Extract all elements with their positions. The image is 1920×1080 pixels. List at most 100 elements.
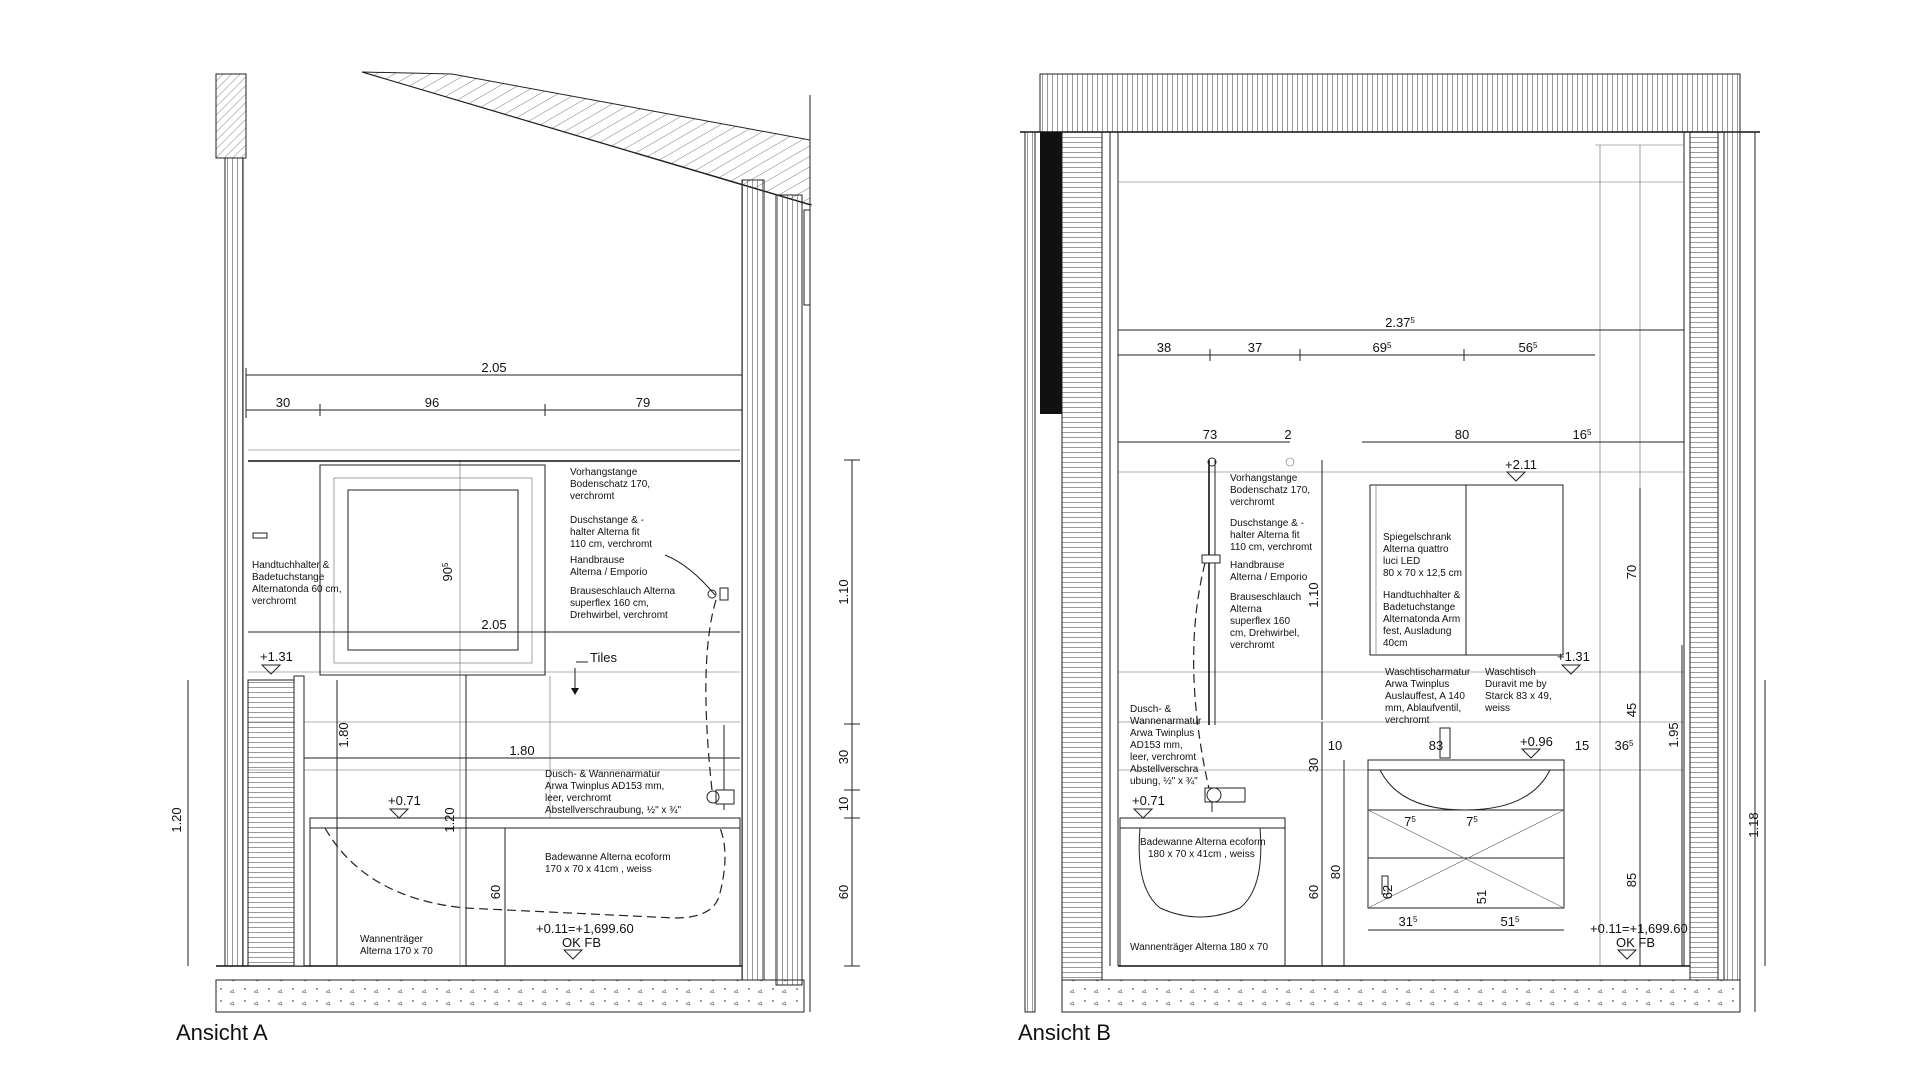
dim-top-b: 2.375 38 37 695 565	[1118, 315, 1684, 361]
level-floor-a: +0.11=+1,699.60 OK FB	[536, 921, 634, 960]
dim-d51b-b: 515	[1501, 914, 1520, 929]
tiles-label-a: Tiles	[590, 650, 617, 665]
dim-window-height-a: 905	[440, 562, 455, 581]
level-cabinet-top-b: +2.11	[1505, 457, 1537, 482]
level-cabinet-bottom-b-text: +1.31	[1557, 649, 1590, 664]
level-ledge-a-text: +1.31	[260, 649, 293, 664]
dim-seg4-b: 565	[1519, 340, 1538, 355]
level-tub-b-text: +0.71	[1132, 793, 1165, 808]
left-wall-a	[224, 157, 244, 967]
towel-holder-a	[252, 532, 268, 539]
dim-right-chain-b: 70 45 85 1.95 1.18	[1624, 488, 1766, 966]
mixer-b	[1204, 787, 1246, 803]
dim-right195-b: 1.95	[1666, 722, 1681, 747]
bathtub-rim-b	[1119, 817, 1286, 829]
level-floor-a-text: +0.11=+1,699.60	[536, 921, 634, 936]
left-column-b	[1061, 131, 1103, 981]
bathtub-rim-a	[309, 817, 741, 829]
dim-seg3-a: 79	[636, 395, 650, 410]
dim-basin36-b: 365	[1615, 738, 1634, 753]
level-tub-a: +0.71	[388, 793, 421, 819]
dim-inner-a: 2.05	[481, 617, 506, 632]
label-tub-support-b: Wannenträger Alterna 180 x 70	[1130, 942, 1268, 953]
right-wall-b-a	[775, 194, 803, 986]
level-floor-b-text: +0.11=+1,699.60	[1590, 921, 1688, 936]
hand-shower-a	[664, 554, 716, 596]
right-column-b	[1689, 131, 1719, 981]
view-a: 2.05 30 96 79 2.05 1.80 905 1.80 1.20 1.…	[169, 71, 860, 1045]
level-floor-ref-a: OK FB	[562, 935, 601, 950]
level-basin-b-text: +0.96	[1520, 734, 1553, 749]
dim-left-height-a: 1.80	[336, 722, 351, 747]
dim-seg1-a: 30	[276, 395, 290, 410]
dim-d7a-b: 75	[1404, 814, 1416, 829]
dim-right85-b: 85	[1624, 873, 1639, 887]
mixer-a	[715, 789, 735, 805]
dim-d60-b: 60	[1306, 885, 1321, 899]
level-ledge-a: +1.31	[260, 649, 293, 675]
dim-seg2-b: 37	[1248, 340, 1262, 355]
right-wall-a	[741, 179, 765, 981]
dim-d30-b: 30	[1306, 758, 1321, 772]
dim-right-30-a: 30	[836, 750, 851, 764]
dim-d7b-b: 75	[1466, 814, 1478, 829]
dim-right-60-a: 60	[836, 885, 851, 899]
basin-b	[1367, 759, 1565, 771]
dim-cab80-b: 80	[1455, 427, 1469, 442]
dim-d51-b: 51	[1474, 890, 1489, 904]
level-cabinet-bottom-b: +1.31	[1557, 649, 1590, 675]
dim-d62-b: 62	[1380, 885, 1395, 899]
dim-ledge-height-a: 1.20	[169, 807, 184, 832]
left-wall-b	[1024, 131, 1036, 1013]
dim-basin15-b: 15	[1575, 738, 1589, 753]
ledge-a	[247, 679, 303, 967]
basin-tap-b	[1439, 727, 1451, 759]
view-b-title: Ansicht B	[1018, 1020, 1111, 1045]
window-a	[319, 464, 546, 676]
floor-slab-b	[1061, 979, 1741, 1013]
dim-basin83-b: 83	[1429, 738, 1443, 753]
dim-right-total-a: 1.10	[836, 579, 851, 604]
view-b: 2.375 38 37 695 565 73 2 80 165	[1018, 73, 1766, 1045]
dim-seg1-b: 38	[1157, 340, 1171, 355]
dim-cab70-b: 70	[1624, 565, 1639, 579]
dim-mid-60-a: 60	[488, 885, 503, 899]
floor-slab-a	[215, 979, 805, 1013]
dim-d80-b: 80	[1328, 865, 1343, 879]
dim-overall-b: 2.375	[1385, 315, 1415, 330]
left-dark-b	[1040, 132, 1062, 414]
dim-d31-b: 315	[1399, 914, 1418, 929]
level-tub-b: +0.71	[1132, 793, 1165, 819]
level-floor-ref-b: OK FB	[1616, 935, 1655, 950]
dim-shower110-b: 1.10	[1306, 582, 1321, 607]
bathtub-b	[1138, 827, 1262, 918]
dim-gap2-b: 2	[1284, 427, 1291, 442]
right-wall-b	[1723, 131, 1741, 981]
dim-tub-length-a: 1.80	[509, 743, 534, 758]
level-floor-b: +0.11=+1,699.60 OK FB	[1590, 921, 1688, 960]
dim-tap10-b: 10	[1328, 738, 1342, 753]
dim-top-a: 2.05 30 96 79	[245, 360, 743, 418]
dim-overall-a: 2.05	[481, 360, 506, 375]
level-basin-b: +0.96	[1520, 734, 1553, 759]
vanity-b	[1367, 769, 1565, 909]
hand-shower-b	[1201, 554, 1221, 564]
dim-right-10-a: 10	[836, 797, 851, 811]
level-tub-a-text: +0.71	[388, 793, 421, 808]
dim-seg2-a: 96	[425, 395, 439, 410]
